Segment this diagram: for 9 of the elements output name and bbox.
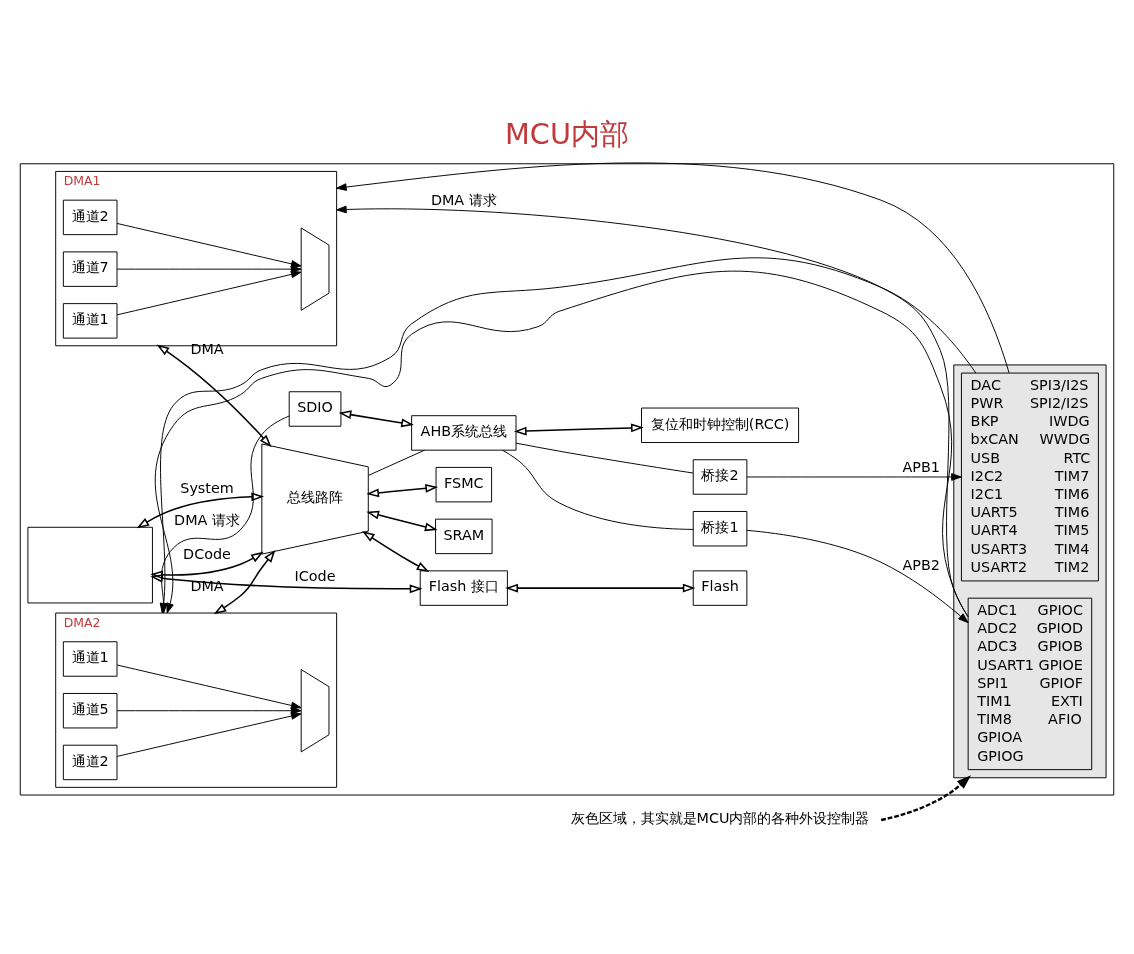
edge-label: System: [180, 480, 234, 497]
edge-label: DCode: [183, 546, 231, 563]
edge-label: DMA 请求: [430, 191, 497, 208]
diagram-title: MCU内部: [505, 116, 629, 151]
edge-label: DMA 请求: [174, 511, 240, 528]
edge-label: APB1: [902, 459, 940, 476]
node-text: 灰色区域，其实就是MCU内部的各种外设控制器: [570, 810, 870, 827]
edge-label: ICode: [294, 568, 336, 585]
edge-label: APB2: [902, 556, 940, 573]
